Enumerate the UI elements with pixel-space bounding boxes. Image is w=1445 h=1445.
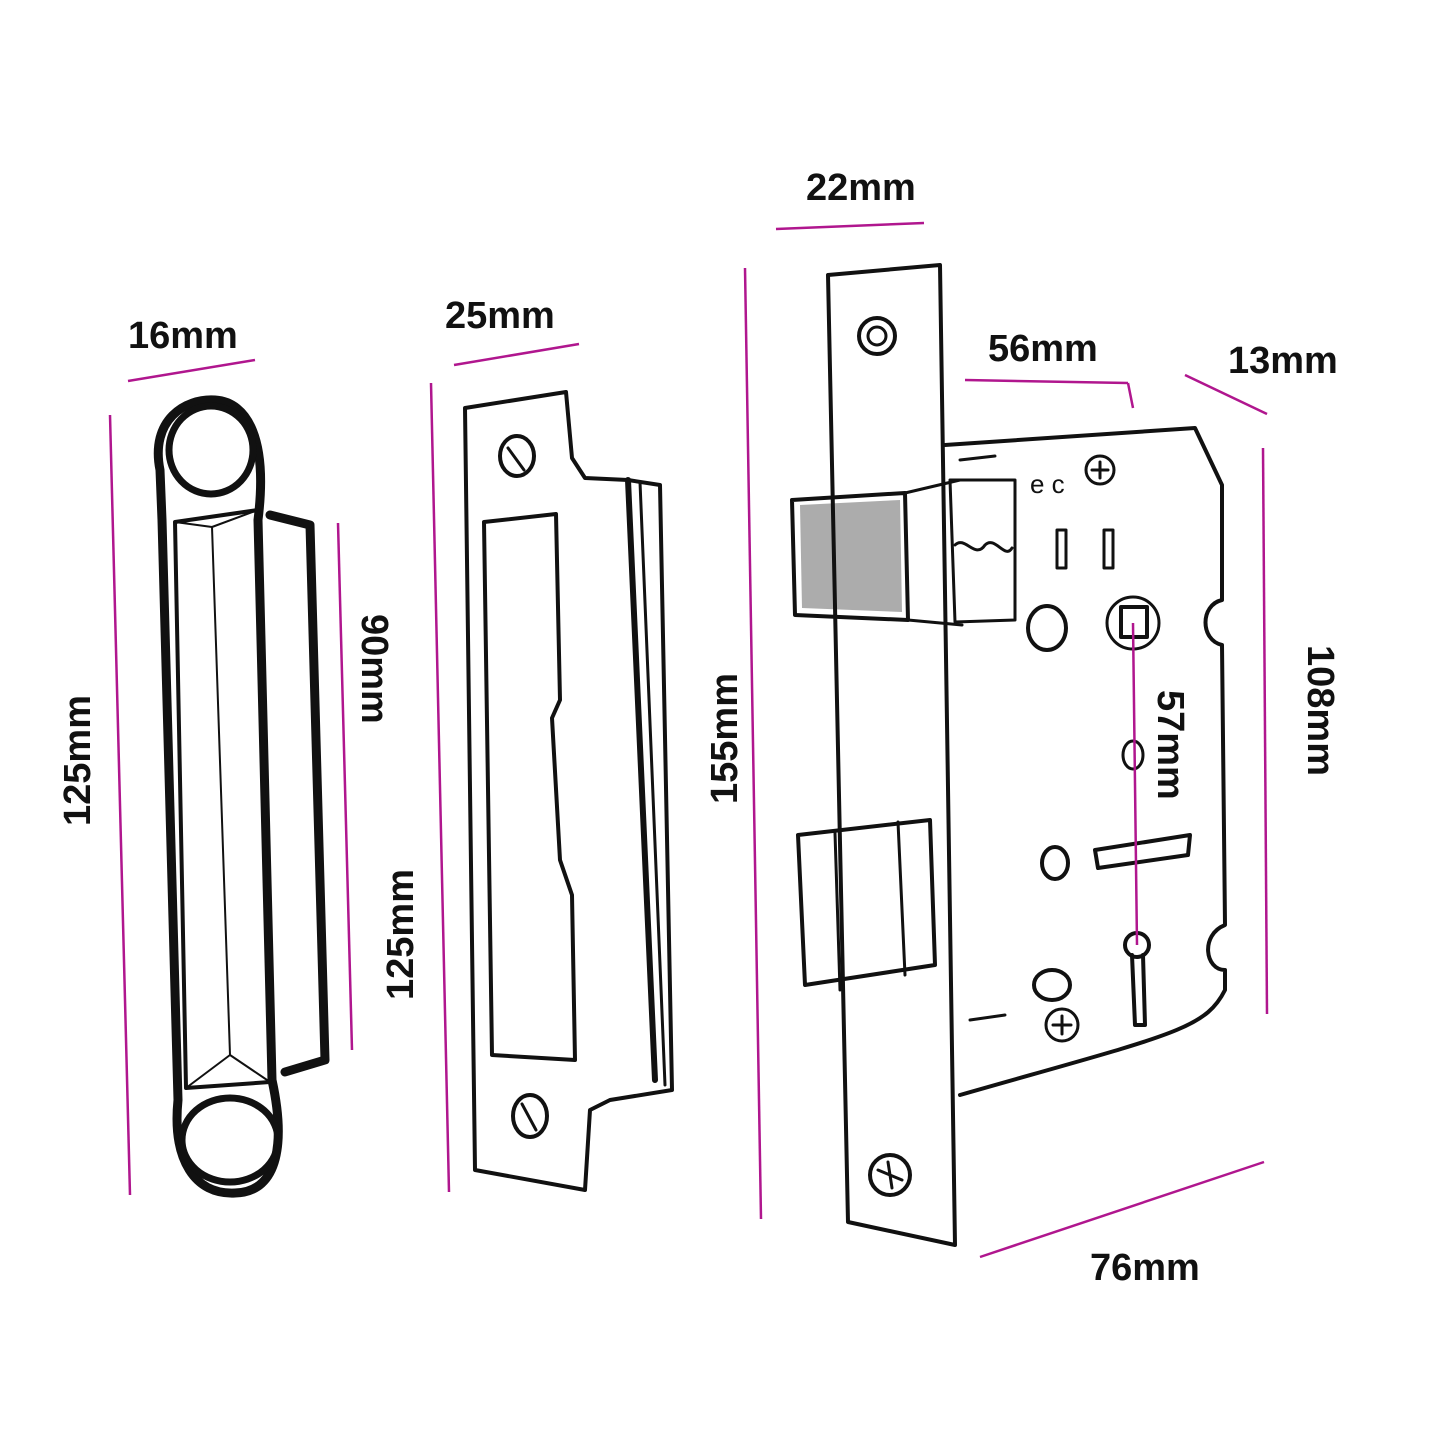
forend-height-line [743,267,763,1220]
strike-plate-drawing [463,390,674,1192]
backset-label: 56mm [988,328,1098,370]
keep-body-height-label: 90mm [353,614,395,724]
strike-height-line [429,382,451,1193]
backset-line [964,378,1129,385]
centres-line [1131,622,1139,946]
keep-height-label: 125mm [57,695,99,826]
keep-body-height-line [336,522,354,1051]
case-thickness-label: 13mm [1228,340,1338,382]
lock-case-drawing: e c [790,263,1227,1247]
forend-width-line [775,221,925,231]
strike-width-line [453,342,580,367]
case-depth-line [979,1160,1265,1259]
keep-width-line [127,358,256,383]
backset-tick [1126,382,1135,409]
centres-label: 57mm [1149,690,1191,800]
forend-height-label: 155mm [704,673,746,804]
strike-height-label: 125mm [380,869,422,1000]
forend-width-label: 22mm [806,167,916,209]
keep-height-line [108,414,132,1196]
case-thickness-line [1184,373,1268,416]
case-depth-label: 76mm [1090,1247,1200,1289]
dimension-labels: 16mm 125mm 90mm 25mm 125mm 22mm 155mm 56… [57,167,1341,1289]
keep-width-label: 16mm [128,315,238,357]
svg-text:e c: e c [1030,469,1065,499]
keep-drawing [153,395,330,1198]
dimension-lines [108,221,1269,1259]
case-height-line [1261,447,1269,1015]
strike-width-label: 25mm [445,295,555,337]
case-height-label: 108mm [1299,645,1341,776]
